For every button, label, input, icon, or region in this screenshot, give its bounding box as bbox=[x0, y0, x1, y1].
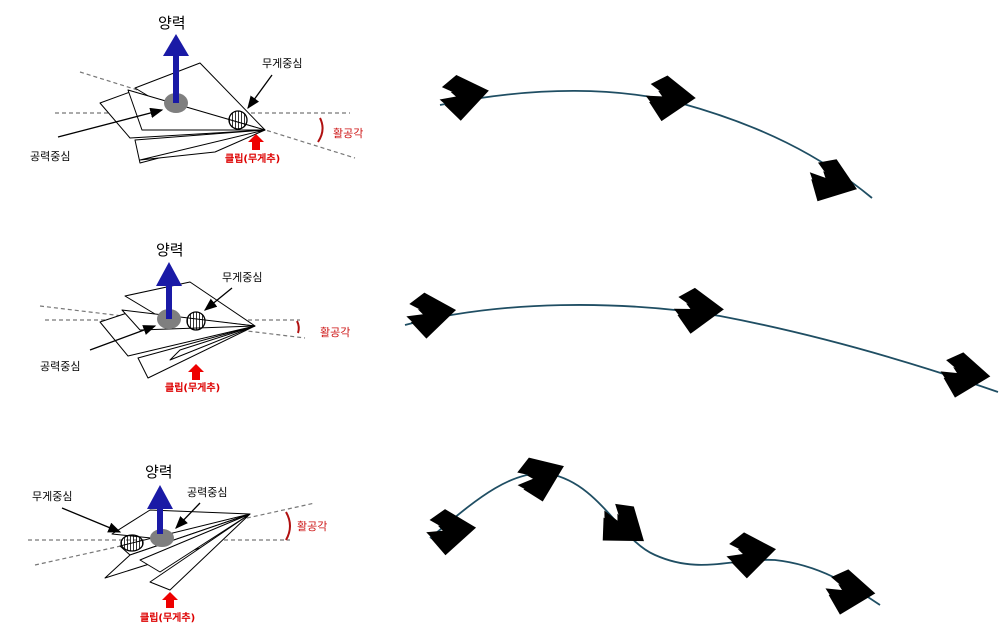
row-3-diagram: 양력 무게중심 공력중심 활공각 클립(무게추) bbox=[28, 463, 327, 624]
center-of-pressure-label: 공력중심 bbox=[40, 360, 80, 373]
clip-arrow bbox=[188, 364, 204, 380]
airplane-position-1 bbox=[402, 290, 459, 341]
airplane-position-4 bbox=[722, 529, 779, 581]
glide-angle-label: 활공각 bbox=[333, 126, 363, 140]
lift-arrow-head bbox=[156, 262, 182, 286]
airplane-position-2 bbox=[641, 73, 698, 124]
lift-label: 양력 bbox=[158, 14, 186, 32]
center-of-pressure-label: 공력중심 bbox=[187, 486, 227, 499]
clip-label: 클립(무게추) bbox=[225, 152, 280, 165]
glide-angle-arc bbox=[296, 320, 300, 334]
row-1-diagram: 양력 무게중심 공력중심 활공각 클립(무게추) bbox=[30, 14, 363, 165]
glide-angle-arc bbox=[317, 117, 324, 143]
center-of-gravity-label: 무게중심 bbox=[222, 271, 262, 284]
center-of-pressure-pointer bbox=[175, 502, 201, 529]
center-of-gravity-marker bbox=[186, 311, 206, 331]
clip-label: 클립(무게추) bbox=[165, 381, 220, 394]
lift-arrow-head bbox=[163, 34, 189, 56]
clip-arrow bbox=[248, 134, 264, 150]
flight-path bbox=[404, 304, 999, 393]
glide-path-line bbox=[79, 71, 356, 159]
lift-label: 양력 bbox=[156, 241, 184, 259]
row-2-trajectory bbox=[402, 286, 999, 403]
flight-path bbox=[429, 472, 881, 606]
center-of-pressure-pointer bbox=[89, 325, 157, 351]
lift-arrow-head bbox=[147, 485, 173, 509]
center-of-gravity-pointer bbox=[203, 287, 233, 311]
glide-angle-arc bbox=[285, 511, 291, 541]
clip-arrow bbox=[162, 592, 178, 608]
center-of-pressure-pointer bbox=[57, 107, 164, 138]
glide-angle-label: 활공각 bbox=[320, 325, 350, 339]
center-of-gravity-label: 무게중심 bbox=[32, 490, 72, 503]
center-of-gravity-pointer bbox=[61, 507, 122, 533]
airplane-position-1 bbox=[423, 507, 478, 557]
lift-label: 양력 bbox=[145, 463, 173, 481]
center-of-gravity-marker bbox=[120, 534, 144, 552]
center-of-pressure-label: 공력중심 bbox=[30, 150, 70, 163]
center-of-gravity-marker bbox=[228, 110, 248, 130]
row-1-trajectory bbox=[434, 70, 873, 214]
center-of-gravity-label: 무게중심 bbox=[262, 57, 302, 70]
center-of-pressure-marker bbox=[150, 529, 174, 547]
row-2-diagram: 양력 무게중심 공력중심 활공각 클립(무게추) bbox=[39, 241, 350, 394]
airplane-position-3 bbox=[935, 349, 994, 403]
airplane-position-3 bbox=[798, 151, 865, 214]
glide-angle-label: 활공각 bbox=[297, 519, 327, 533]
clip-label: 클립(무게추) bbox=[140, 611, 195, 624]
row-3-trajectory bbox=[423, 447, 881, 620]
airplane-position-2 bbox=[670, 286, 725, 336]
paper-airplane bbox=[99, 281, 256, 379]
center-of-gravity-pointer bbox=[247, 74, 273, 110]
